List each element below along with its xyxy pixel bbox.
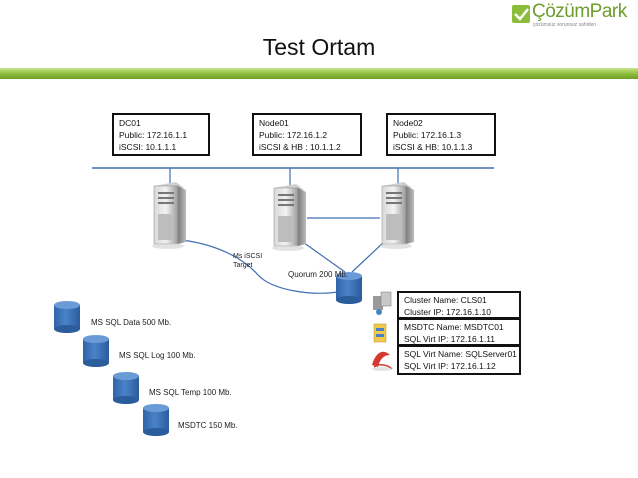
node01-iscsi-ip: iSCSI & HB : 10.1.1.2: [259, 142, 341, 152]
node01-quorum-line: [299, 239, 346, 273]
node02-server-icon: [380, 182, 414, 249]
data-disk-label: MS SQL Data 500 Mb.: [91, 318, 172, 327]
node01-public-ip: Public: 172.16.1.2: [259, 130, 328, 140]
sql-name: SQL Virt Name: SQLServer01: [404, 349, 517, 359]
msdtc-disk-label: MSDTC 150 Mb.: [178, 421, 238, 430]
data-disk-icon: [54, 301, 80, 333]
iscsi-target-label-line2: Target: [233, 262, 253, 269]
node02-public-ip: Public: 172.16.1.3: [393, 130, 462, 140]
logo-name: ÇözümPark: [532, 1, 627, 22]
quorum-disk-icon: [336, 272, 362, 304]
dc01-iscsi-ip: iSCSI: 10.1.1.1: [119, 142, 177, 152]
msdtc-name: MSDTC Name: MSDTC01: [404, 322, 504, 332]
node01-server-icon: [272, 184, 306, 251]
cluster-info-box: Cluster Name: CLS01 Cluster IP: 172.16.1…: [397, 291, 521, 319]
sql-server-icon: [372, 351, 393, 371]
node02-iscsi-ip: iSCSI & HB: 10.1.1.3: [393, 142, 473, 152]
cluster-ip: Cluster IP: 172.16.1.10: [404, 307, 491, 317]
msdtc-info-box: MSDTC Name: MSDTC01 SQL Virt IP: 172.16.…: [397, 318, 521, 346]
iscsi-target-label-line1: Ms iSCSI: [233, 253, 263, 260]
dc01-public-ip: Public: 172.16.1.1: [119, 130, 188, 140]
temp-disk-label: MS SQL Temp 100 Mb.: [149, 388, 232, 397]
quorum-label: Quorum 200 Mb.: [288, 270, 349, 279]
log-disk-icon: [83, 335, 109, 367]
node01-name: Node01: [259, 118, 289, 128]
page-title: Test Ortam: [262, 34, 376, 60]
msdtc-disk-icon: [143, 404, 169, 436]
cluster-icon: [373, 291, 392, 315]
node01-info-box: Node01 Public: 172.16.1.2 iSCSI & HB : 1…: [252, 113, 362, 156]
log-disk-label: MS SQL Log 100 Mb.: [119, 351, 196, 360]
node02-quorum-line: [351, 241, 385, 273]
logo-icon: [512, 5, 530, 23]
iscsi-target-line: [181, 239, 339, 294]
node02-name: Node02: [393, 118, 423, 128]
cluster-name: Cluster Name: CLS01: [404, 295, 487, 305]
sql-info-box: SQL Virt Name: SQLServer01 SQL Virt IP: …: [397, 345, 521, 375]
sql-ip: SQL Virt IP: 172.16.1.12: [404, 361, 496, 371]
title-divider-bar: [0, 68, 638, 79]
dc01-info-box: DC01 Public: 172.16.1.1 iSCSI: 10.1.1.1: [112, 113, 210, 156]
node02-info-box: Node02 Public: 172.16.1.3 iSCSI & HB: 10…: [386, 113, 496, 156]
dc01-name: DC01: [119, 118, 141, 128]
dc01-server-icon: [152, 182, 186, 249]
msdtc-icon: [373, 323, 387, 343]
temp-disk-icon: [113, 372, 139, 404]
logo-tagline: çözümsüz sorunsuz sahiden: [533, 22, 597, 28]
msdtc-ip: SQL Virt IP: 172.16.1.11: [404, 334, 496, 344]
